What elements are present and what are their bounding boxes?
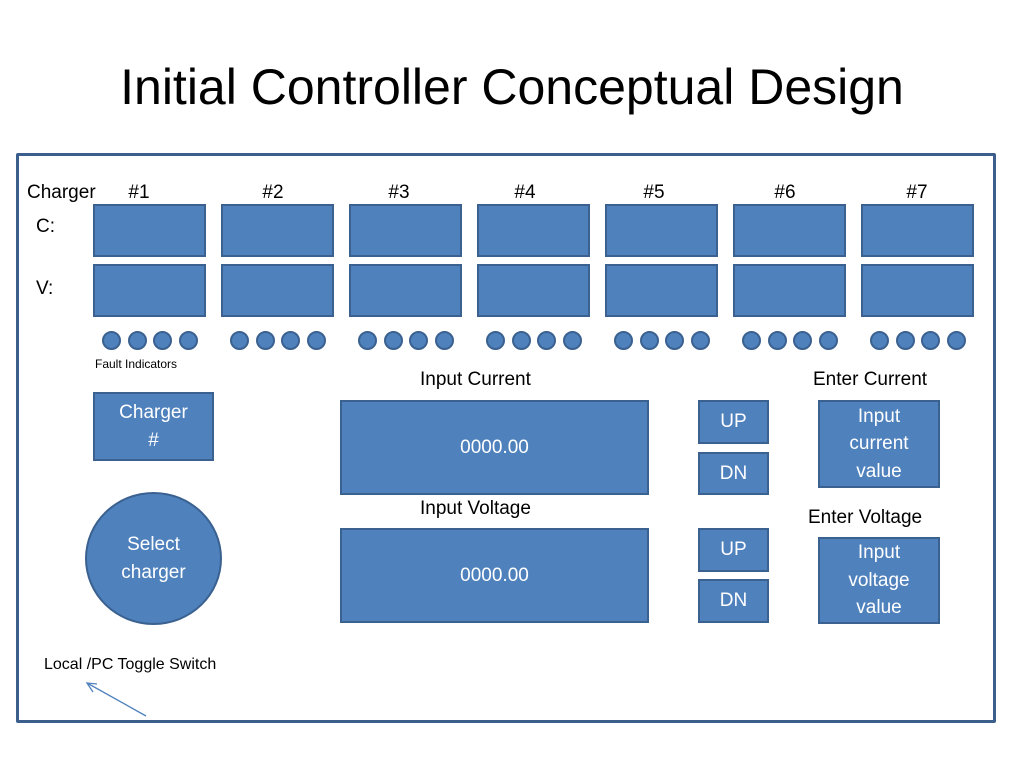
input-current-display: 0000.00 bbox=[340, 400, 649, 495]
current-display-5 bbox=[605, 204, 718, 257]
fault-indicator-led-7-1 bbox=[870, 331, 889, 350]
channel-header-1: #1 bbox=[128, 182, 150, 203]
current-display-3 bbox=[349, 204, 462, 257]
fault-indicator-led-1-3 bbox=[153, 331, 172, 350]
fault-indicators-label: Fault Indicators bbox=[95, 357, 178, 371]
fault-indicator-led-5-3 bbox=[665, 331, 684, 350]
voltage-up-button[interactable]: UP bbox=[698, 528, 769, 572]
current-down-button[interactable]: DN bbox=[698, 452, 769, 495]
input-voltage-label: Input Voltage bbox=[420, 498, 531, 519]
input-voltage-display: 0000.00 bbox=[340, 528, 649, 623]
fault-indicator-led-7-4 bbox=[947, 331, 966, 350]
voltage-display-6 bbox=[733, 264, 846, 317]
current-row-label: C: bbox=[36, 216, 55, 237]
current-display-2 bbox=[221, 204, 334, 257]
fault-indicator-led-2-4 bbox=[307, 331, 326, 350]
input-current-label: Input Current bbox=[420, 369, 531, 390]
fault-indicator-led-5-4 bbox=[691, 331, 710, 350]
fault-indicator-led-6-4 bbox=[819, 331, 838, 350]
fault-indicator-led-7-3 bbox=[921, 331, 940, 350]
fault-indicator-led-5-2 bbox=[640, 331, 659, 350]
voltage-display-2 bbox=[221, 264, 334, 317]
channel-header-3: #3 bbox=[388, 182, 410, 203]
fault-indicator-led-4-1 bbox=[486, 331, 505, 350]
current-up-button[interactable]: UP bbox=[698, 400, 769, 444]
current-display-1 bbox=[93, 204, 206, 257]
channel-header-6: #6 bbox=[774, 182, 796, 203]
fault-indicator-led-1-4 bbox=[179, 331, 198, 350]
fault-indicator-led-4-4 bbox=[563, 331, 582, 350]
enter-voltage-input[interactable]: Input voltage value bbox=[818, 537, 940, 624]
fault-indicator-led-7-2 bbox=[896, 331, 915, 350]
voltage-row-label: V: bbox=[36, 278, 54, 299]
voltage-display-7 bbox=[861, 264, 974, 317]
channel-header-7: #7 bbox=[906, 182, 928, 203]
voltage-display-1 bbox=[93, 264, 206, 317]
voltage-display-4 bbox=[477, 264, 590, 317]
fault-indicator-led-2-3 bbox=[281, 331, 300, 350]
charger-number-display: Charger # bbox=[93, 392, 214, 461]
channel-header-4: #4 bbox=[514, 182, 536, 203]
voltage-display-3 bbox=[349, 264, 462, 317]
fault-indicator-led-3-4 bbox=[435, 331, 454, 350]
fault-indicator-led-6-1 bbox=[742, 331, 761, 350]
controller-panel bbox=[16, 153, 996, 723]
voltage-down-button[interactable]: DN bbox=[698, 579, 769, 623]
fault-indicator-led-2-2 bbox=[256, 331, 275, 350]
fault-indicator-led-5-1 bbox=[614, 331, 633, 350]
slide-title: Initial Controller Conceptual Design bbox=[120, 59, 904, 115]
fault-indicator-led-3-3 bbox=[409, 331, 428, 350]
toggle-switch-label: Local /PC Toggle Switch bbox=[44, 656, 217, 673]
fault-indicator-led-4-3 bbox=[537, 331, 556, 350]
channel-header-5: #5 bbox=[643, 182, 665, 203]
fault-indicator-led-6-2 bbox=[768, 331, 787, 350]
enter-current-input[interactable]: Input current value bbox=[818, 400, 940, 488]
fault-indicator-led-3-2 bbox=[384, 331, 403, 350]
fault-indicator-led-2-1 bbox=[230, 331, 249, 350]
fault-indicator-led-3-1 bbox=[358, 331, 377, 350]
channel-header-2: #2 bbox=[262, 182, 284, 203]
charger-row-label: Charger bbox=[27, 182, 96, 203]
enter-voltage-label: Enter Voltage bbox=[808, 507, 923, 528]
current-display-6 bbox=[733, 204, 846, 257]
select-charger-button[interactable]: Select charger bbox=[85, 492, 222, 625]
current-display-4 bbox=[477, 204, 590, 257]
current-display-7 bbox=[861, 204, 974, 257]
enter-current-label: Enter Current bbox=[813, 369, 928, 390]
voltage-display-5 bbox=[605, 264, 718, 317]
fault-indicator-led-1-2 bbox=[128, 331, 147, 350]
fault-indicator-led-1-1 bbox=[102, 331, 121, 350]
fault-indicator-led-4-2 bbox=[512, 331, 531, 350]
fault-indicator-led-6-3 bbox=[793, 331, 812, 350]
